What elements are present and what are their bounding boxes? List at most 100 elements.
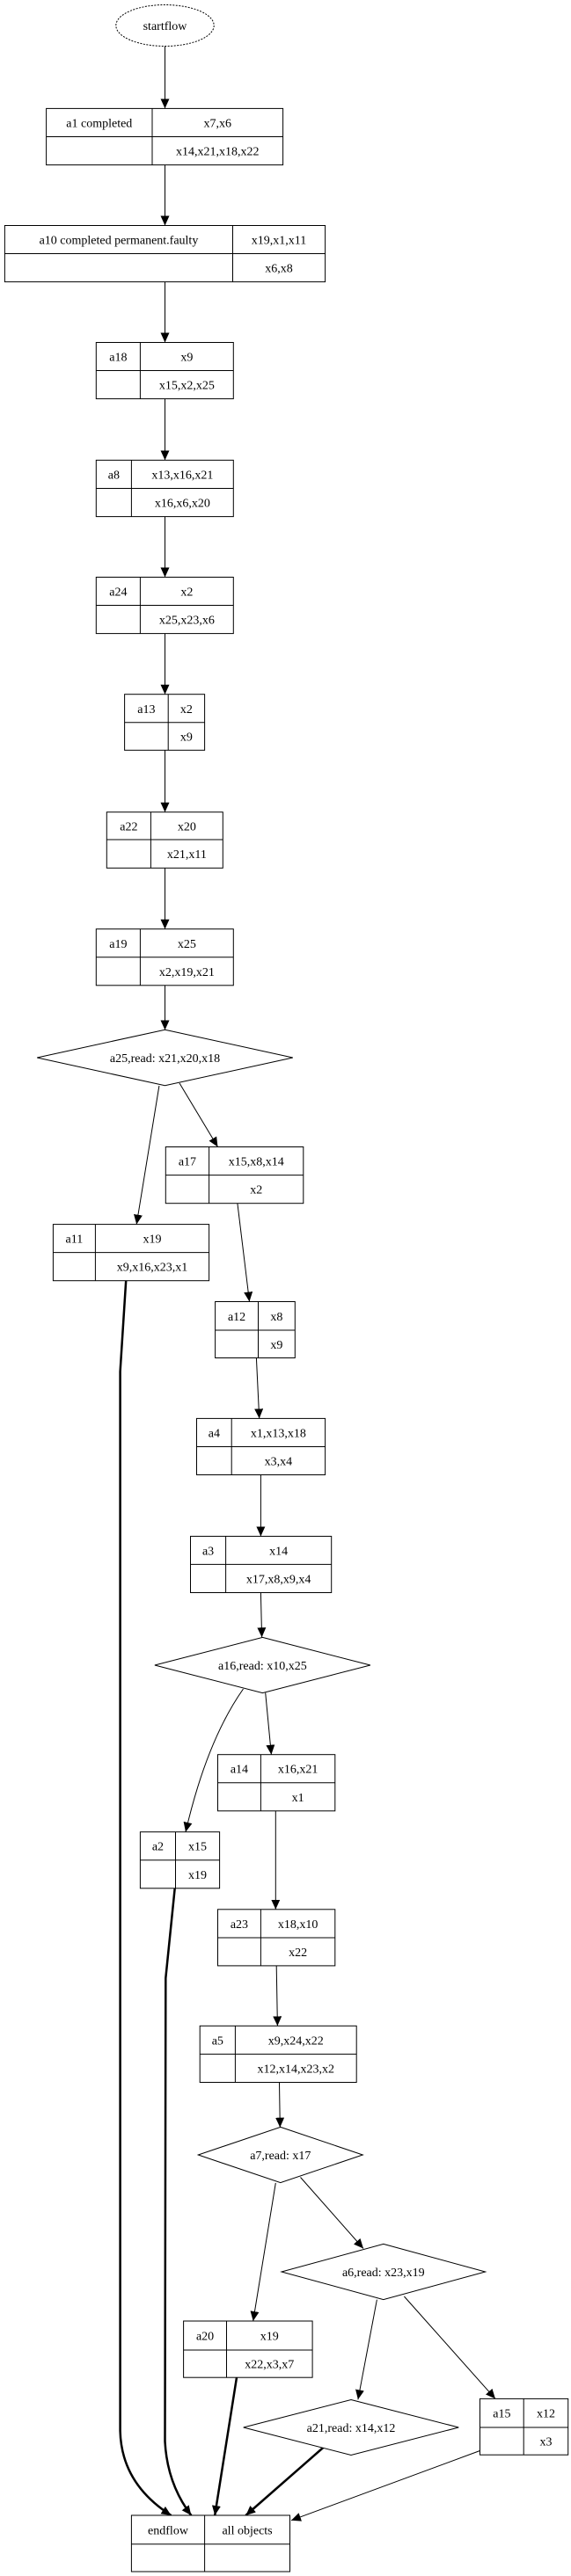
decision-diamond [243,2398,459,2456]
record-top-values: x15,x8,x14 [229,1156,284,1169]
record-label: a22 [120,820,137,833]
record-label: a19 [109,938,127,951]
record-label: a13 [137,703,155,717]
record-top-values: x14 [269,1545,288,1558]
record-node[interactable]: a17 x15,x8,x14 x2 [165,1146,304,1204]
edge-arrow [179,1082,218,1147]
record-bottom-values: x15,x2,x25 [159,380,215,393]
record-node[interactable]: a3 x14 x17,x8,x9,x4 [190,1535,333,1594]
decision-diamond [196,2126,364,2184]
decision-node[interactable]: a25,read: x21,x20,x18 [37,1029,293,1087]
record-bottom-values: x9 [270,1339,282,1352]
record-node[interactable]: a8 x13,x16,x21 x16,x6,x20 [95,459,234,518]
record-top-values: x19,x1,x11 [252,235,306,248]
record-bottom-values: x21,x11 [167,848,207,862]
record-label: a4 [209,1427,220,1440]
record-node[interactable]: a24 x2 x25,x23,x6 [95,577,234,635]
record-label: a24 [109,586,127,600]
record-label: a10 completed permanent.faulty [40,235,199,248]
record-top-values: x19 [260,2331,279,2344]
decision-label: a6,read: x23,x19 [342,2267,425,2280]
decision-label: a7,read: x17 [250,2150,311,2163]
record-label: a15 [493,2408,510,2421]
record-top-values: x12 [537,2408,555,2421]
record-bottom-values: x17,x8,x9,x4 [246,1573,311,1586]
record-label: a8 [108,469,120,482]
start-node[interactable]: startflow [115,4,215,47]
record-node[interactable]: endflow all objects [130,2514,290,2572]
record-bottom-values: x22 [289,1947,307,1960]
record-node[interactable]: a14 x16,x21 x1 [217,1754,336,1812]
record-top-values: x20 [178,820,196,833]
edge-arrow [254,1357,264,1419]
decision-diamond [37,1029,293,1087]
record-label: a5 [212,2034,223,2048]
start-label: startflow [143,20,188,33]
record-top-values: x18,x10 [278,1918,318,1932]
record-bottom-values: x9,x16,x23,x1 [117,1262,188,1275]
edge-arrow [355,2299,377,2400]
edge-arrow [290,2450,480,2521]
record-bottom-values: x14,x21,x18,x22 [176,146,260,159]
edge-arrow [273,1965,282,2027]
decision-diamond [280,2243,487,2301]
record-node[interactable]: a19 x25 x2,x19,x21 [95,928,234,986]
record-top-values: x9 [180,352,193,365]
edges [119,46,496,2521]
decision-label: a25,read: x21,x20,x18 [110,1052,220,1066]
decision-node[interactable]: a6,read: x23,x19 [280,2243,487,2301]
record-label: a3 [202,1545,214,1558]
record-top-values: x2 [180,703,193,717]
edge-arrow [245,2446,326,2516]
decision-label: a16,read: x10,x25 [218,1660,307,1673]
record-top-values: x1,x13,x18 [251,1427,306,1440]
decision-diamond [154,1636,371,1694]
record-bottom-values: x16,x6,x20 [155,498,210,511]
record-node[interactable]: a11 x19 x9,x16,x23,x1 [52,1224,210,1282]
record-label: a18 [109,352,127,365]
record-top-values: x16,x21 [278,1764,318,1777]
record-top-values: x9,x24,x22 [268,2034,324,2048]
record-bottom-values: x19 [188,1869,207,1882]
record-bottom-values: x2,x19,x21 [159,966,215,979]
decision-node[interactable]: a7,read: x17 [196,2126,364,2184]
record-node[interactable]: a18 x9 x15,x2,x25 [95,342,234,400]
edge-arrow [265,1692,275,1755]
record-label: a11 [66,1233,84,1247]
record-label: a1 completed [66,117,132,130]
edge-arrow [237,1203,253,1302]
record-bottom-values: x2 [250,1184,262,1197]
record-top-values: x15 [188,1841,207,1854]
decision-node[interactable]: a21,read: x14,x12 [243,2398,459,2456]
record-top-values: all objects [222,2524,272,2537]
edge-arrow [183,1688,244,1832]
edge-arrow [211,2377,238,2516]
record-bottom-values: x1 [292,1792,304,1805]
record-label: a12 [228,1311,245,1324]
edge-arrow [250,2182,276,2322]
record-node[interactable]: a22 x20 x21,x11 [106,811,223,869]
record-box [183,2320,313,2378]
record-label: endflow [148,2524,189,2537]
record-node[interactable]: a10 completed permanent.faulty x19,x1,x11… [4,225,326,283]
record-top-values: x13,x16,x21 [151,469,213,482]
record-top-values: x2 [180,586,193,600]
decision-node[interactable]: a16,read: x10,x25 [154,1636,371,1694]
record-label: a17 [179,1156,196,1169]
record-label: a14 [231,1764,248,1777]
record-top-values: x19 [143,1233,162,1247]
record-top-values: x25 [178,938,196,951]
record-label: a20 [196,2331,214,2344]
record-bottom-values: x25,x23,x6 [159,615,215,628]
